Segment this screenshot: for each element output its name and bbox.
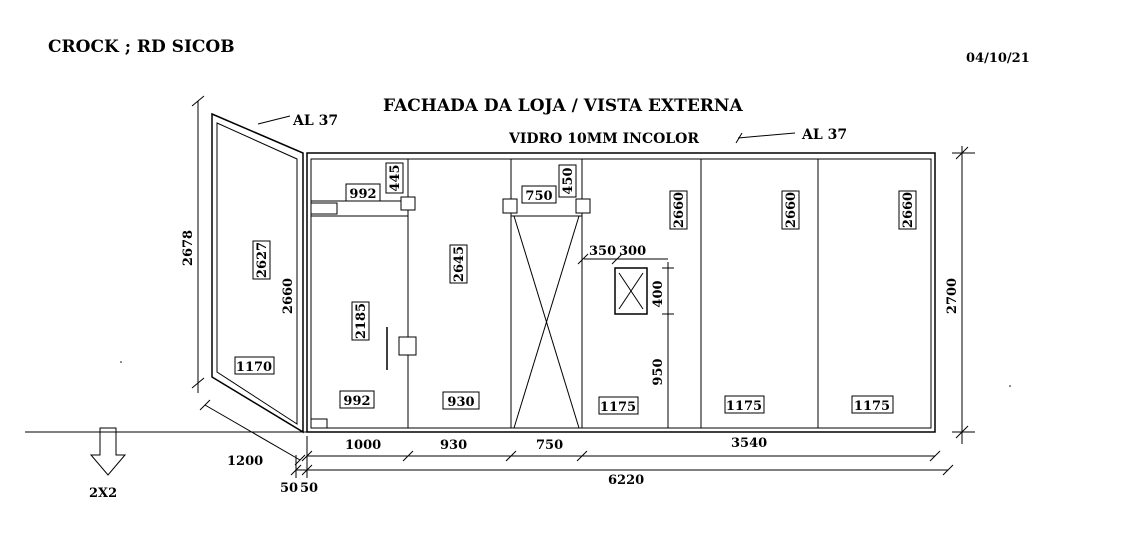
door-top-width: 992 [349, 187, 376, 202]
window-offset: 350 [589, 244, 616, 259]
panel-2-height-box [781, 190, 800, 230]
fixed-panel-height: 2645 [452, 246, 467, 282]
side-panel: 2678 2660 2627 1170 1200 [181, 95, 306, 469]
panel-2-width: 1175 [726, 399, 762, 414]
profile-leader-left [257, 115, 291, 125]
window-frame [614, 267, 648, 315]
dim-tick [955, 146, 969, 160]
drain-arrow-icon [89, 427, 127, 476]
side-panel-glass-height: 2627 [255, 242, 270, 278]
door-height-box [351, 301, 370, 341]
door-height: 2185 [354, 303, 369, 339]
opening-fitting-right [575, 198, 591, 214]
dim-offset-a: 50 [280, 481, 298, 496]
fixed-panel-width: 930 [447, 395, 474, 410]
door-lock [398, 336, 417, 356]
opening-top-height-box [558, 164, 577, 198]
profile-tick-top [735, 132, 743, 144]
bottom-dimensions: 1000 930 750 3540 50 50 6220 [280, 436, 954, 496]
dim-tick [290, 464, 302, 476]
dim-750: 750 [536, 438, 563, 453]
fixed-panel-height-box [449, 244, 468, 284]
door-bottom-width-box [339, 390, 375, 409]
panel-1-width: 1175 [600, 400, 636, 415]
main-frame-inner [310, 158, 932, 429]
opening-top-height: 450 [561, 167, 576, 194]
dim-tick [942, 464, 954, 476]
stray-dot [120, 361, 122, 363]
door-top-height: 445 [388, 164, 403, 191]
profile-label-top: AL 37 [801, 127, 847, 143]
door-pivot-bottom [310, 418, 328, 429]
opening-top-width: 750 [525, 189, 552, 204]
dim-tick [199, 399, 211, 411]
dim-tick [191, 377, 205, 389]
dim-1000: 1000 [345, 438, 381, 453]
dim-930: 930 [440, 438, 467, 453]
door-top-height-box [385, 162, 404, 194]
main-frame-outer [306, 152, 936, 433]
dim-total: 6220 [608, 473, 644, 488]
drawing-date: 04/10/21 [966, 51, 1030, 66]
glass-spec-note: VIDRO 10MM INCOLOR [508, 131, 699, 147]
side-panel-inner-frame [216, 122, 298, 425]
panel-2-height: 2660 [784, 192, 799, 228]
panel-1-width-box [598, 396, 639, 415]
opening-cross-b [513, 215, 580, 429]
window-cross-b [618, 272, 644, 310]
dim-tick [577, 253, 589, 265]
panel-1-height: 2660 [672, 192, 687, 228]
panel-3-height: 2660 [901, 192, 916, 228]
dim-tick [955, 425, 969, 439]
dim-tick [505, 450, 517, 462]
panel-3-height-box [898, 190, 917, 230]
side-panel-width: 1170 [236, 360, 272, 375]
dim-tick [191, 95, 205, 107]
panel-1-height-box [669, 190, 688, 230]
overall-height: 2700 [945, 278, 960, 314]
panel-3-width-box [851, 395, 894, 414]
dim-3540: 3540 [731, 436, 767, 451]
profile-leader-top [737, 132, 796, 139]
dim-tick [402, 450, 414, 462]
dim-tick [611, 253, 623, 265]
panel-3-width: 1175 [854, 399, 890, 414]
dim-tick [294, 454, 306, 466]
door-patch-fitting [400, 196, 416, 211]
main-facade: 992 445 2185 992 2645 930 750 450 350 30… [25, 152, 936, 433]
opening-fitting-left [502, 198, 518, 214]
side-panel-inner-height: 2660 [281, 278, 296, 314]
side-panel-width-box [234, 356, 275, 375]
drawing-title: FACHADA DA LOJA / VISTA EXTERNA [383, 96, 743, 116]
fixed-panel-width-box [442, 391, 480, 410]
door-top-width-box [345, 183, 381, 202]
dim-tick [576, 450, 588, 462]
stray-dot [1009, 385, 1011, 387]
door-pivot-top [310, 202, 338, 215]
window-height: 400 [651, 280, 666, 307]
dim-tick [929, 450, 941, 462]
panel-2-width-box [724, 395, 765, 414]
side-panel-outer-height: 2678 [181, 230, 196, 266]
dim-tick [301, 464, 313, 476]
window-sill-height: 950 [651, 358, 666, 385]
window-width: 300 [619, 244, 646, 259]
dim-offset-b: 50 [300, 481, 318, 496]
opening-top-width-box [521, 185, 557, 204]
side-panel-glass-height-box [252, 240, 271, 280]
door-bottom-width: 992 [343, 394, 370, 409]
profile-label-left: AL 37 [292, 113, 338, 129]
drain-size: 2X2 [89, 486, 117, 501]
client-label: CROCK ; RD SICOB [48, 37, 235, 57]
side-panel-base-width: 1200 [227, 454, 263, 469]
